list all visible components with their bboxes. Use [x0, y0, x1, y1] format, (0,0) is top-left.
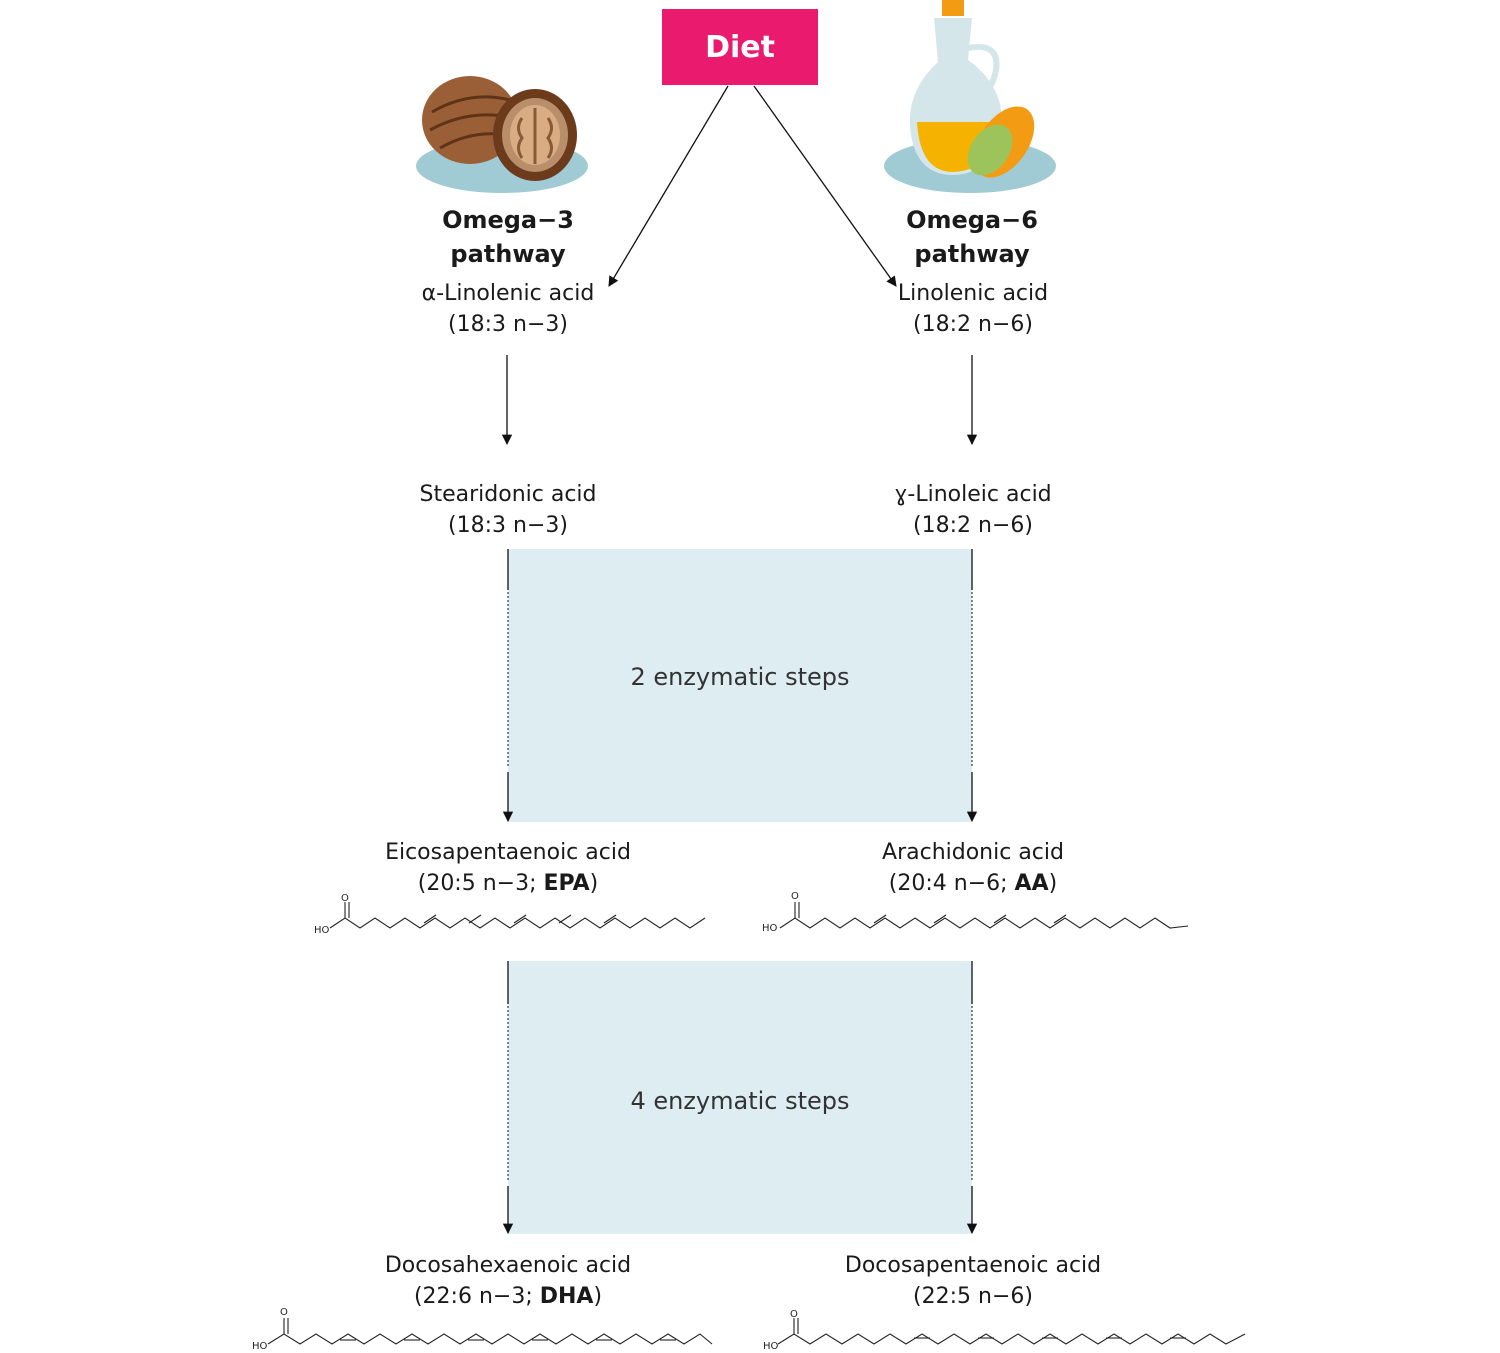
- aa-hydroxyl: HO: [762, 923, 778, 934]
- node-name: Eicosapentaenoic acid: [385, 840, 631, 865]
- aa-structure: [779, 902, 1189, 929]
- stearidonic-acid-node: Stearidonic acid (18:3 n−3): [328, 479, 688, 541]
- step-box-2: [508, 961, 972, 1234]
- arrow-diet-to-omega6: [753, 85, 897, 287]
- node-formula: (22:6 n−3; DHA): [413, 1284, 603, 1309]
- enzymatic-steps-label-2: 4 enzymatic steps: [630, 1087, 850, 1115]
- node-name: Stearidonic acid: [419, 482, 597, 507]
- alpha-linolenic-acid-node: α-Linolenic acid (18:3 n−3): [328, 278, 688, 340]
- dpa-structure: [777, 1318, 1246, 1345]
- dha-structure: [267, 1318, 713, 1345]
- omega3-pathway-heading: Omega−3 pathway: [442, 206, 574, 268]
- node-formula: (18:3 n−3): [448, 312, 568, 337]
- node-name: Docosapentaenoic acid: [844, 1253, 1102, 1278]
- dha-oxygen: O: [280, 1307, 288, 1318]
- step-box-1: [508, 549, 972, 822]
- diet-box: Diet: [662, 9, 818, 85]
- node-formula: (20:5 n−3; EPA): [417, 871, 599, 896]
- epa-oxygen: O: [341, 893, 349, 904]
- dha-hydroxyl: HO: [252, 1341, 268, 1352]
- epa-node: Eicosapentaenoic acid (20:5 n−3; EPA): [328, 837, 688, 899]
- arachidonic-acid-node: Arachidonic acid (20:4 n−6; AA): [793, 837, 1153, 899]
- dha-node: Docosahexaenoic acid (22:6 n−3; DHA): [328, 1250, 688, 1312]
- node-formula: (22:5 n−6): [913, 1284, 1033, 1309]
- enzymatic-steps-label-1: 2 enzymatic steps: [630, 663, 850, 691]
- node-name: ɣ-Linoleic acid: [894, 482, 1052, 507]
- epa-hydroxyl: HO: [314, 925, 330, 936]
- epa-structure: [329, 902, 706, 929]
- omega6-pathway-heading: Omega−6 pathway: [906, 206, 1038, 268]
- oil-bottle-icon: [884, 0, 1056, 193]
- docosapentaenoic-acid-node: Docosapentaenoic acid (22:5 n−6): [793, 1250, 1153, 1312]
- dpa-oxygen: O: [790, 1309, 798, 1320]
- gamma-linoleic-acid-node: ɣ-Linoleic acid (18:2 n−6): [793, 479, 1153, 541]
- linolenic-acid-node: Linolenic acid (18:2 n−6): [793, 278, 1153, 340]
- node-formula: (20:4 n−6; AA): [888, 871, 1058, 896]
- node-name: α-Linolenic acid: [421, 281, 595, 306]
- walnut-icon: [416, 76, 588, 193]
- node-name: Linolenic acid: [897, 281, 1049, 306]
- dpa-hydroxyl: HO: [763, 1341, 779, 1352]
- aa-oxygen: O: [791, 891, 799, 902]
- node-formula: (18:3 n−3): [448, 513, 568, 538]
- node-name: Docosahexaenoic acid: [384, 1253, 632, 1278]
- diet-label: Diet: [705, 29, 775, 65]
- arrow-diet-to-omega3: [608, 85, 729, 287]
- node-formula: (18:2 n−6): [913, 312, 1033, 337]
- node-name: Arachidonic acid: [882, 840, 1064, 865]
- node-formula: (18:2 n−6): [913, 513, 1033, 538]
